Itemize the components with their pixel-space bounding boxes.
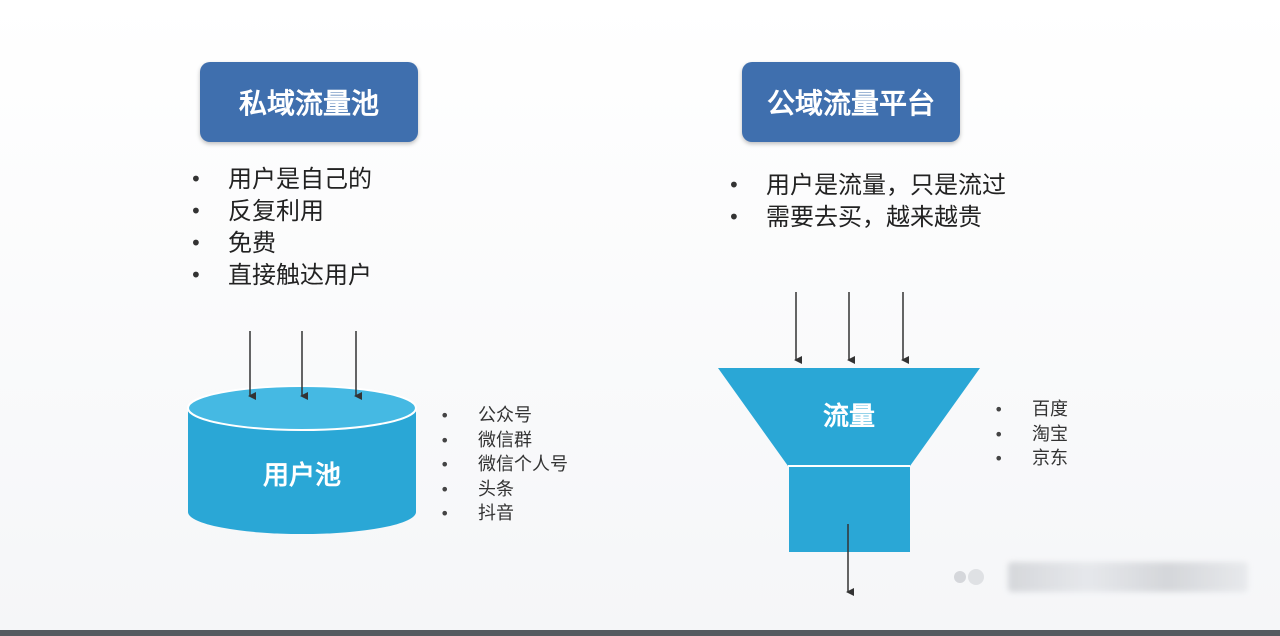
list-item: •公众号 [440,405,532,426]
list-item: •微信群 [440,429,532,451]
watermark-logo-icon [954,569,984,585]
public-channels-list: •百度 •淘宝 •京东 [994,398,1068,472]
bottom-border [0,630,1280,636]
list-item: •京东 [994,448,1068,470]
public-traffic-title: 公域流量平台 [742,62,960,142]
bullet-item: •需要去买，越来越贵 [728,203,982,231]
traffic-funnel: 流量 [718,368,980,552]
blurred-watermark [1008,562,1248,592]
list-item: •头条 [440,478,514,500]
user-pool-cylinder: 用户池 [187,385,417,534]
traffic-label: 流量 [823,402,875,432]
private-traffic-bullets: •用户是自己的 •反复利用 •免费 •直接触达用户 [190,163,372,291]
bullet-item: •免费 [190,229,276,257]
bullet-item: •直接触达用户 [190,261,372,289]
list-item: •微信个人号 [440,454,568,476]
bullet-item: •反复利用 [190,197,324,225]
private-channels-list: •公众号 •微信群 •微信个人号 •头条 •抖音 [440,404,568,527]
private-traffic-title: 私域流量池 [200,62,418,142]
list-item: •淘宝 [994,423,1068,445]
bullet-item: •用户是自己的 [190,165,372,193]
list-item: •抖音 [440,503,514,525]
public-traffic-bullets: •用户是流量，只是流过 •需要去买，越来越贵 [728,169,1006,233]
bullet-item: •用户是流量，只是流过 [728,171,1006,199]
list-item: •百度 [994,399,1068,420]
user-pool-label: 用户池 [263,460,341,491]
